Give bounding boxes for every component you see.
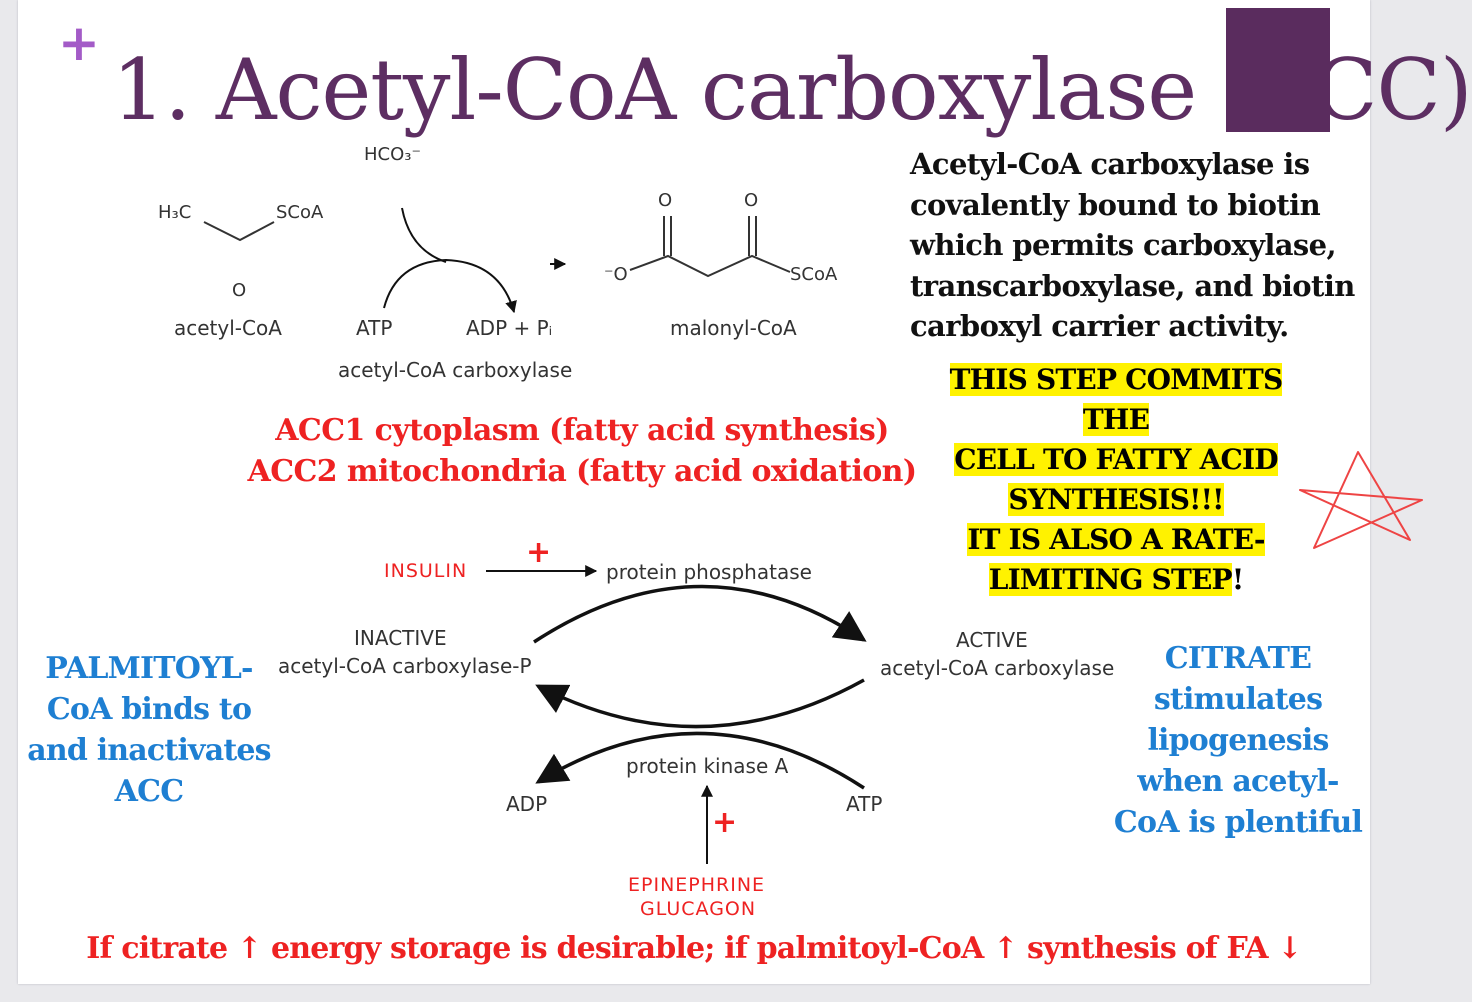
inactive-enzyme-label: acetyl-CoA carboxylase-P — [278, 654, 532, 678]
enzyme-label: acetyl-CoA carboxylase — [338, 358, 573, 382]
star-doodle — [1299, 451, 1423, 549]
slide: + 1. Acetyl-CoA carboxylase (ACC) — [18, 0, 1472, 984]
atp-label-cycle: ATP — [846, 792, 883, 816]
kinase-arrow — [535, 731, 865, 790]
palmitoyl-line-2: CoA binds to — [46, 692, 252, 727]
commit-line-2: CELL TO FATTY ACID — [954, 443, 1279, 476]
citrate-line-3: lipogenesis — [1147, 723, 1329, 758]
acc2-note: ACC2 mitochondria (fatty acid oxidation) — [247, 454, 918, 489]
accent-block — [1226, 8, 1330, 132]
bicarbonate-label: HCO₃⁻ — [364, 144, 421, 165]
o-top-2-label: O — [744, 190, 759, 211]
o-minus-label: ⁻O — [604, 264, 628, 285]
summary-note: If citrate ↑ energy storage is desirable… — [86, 931, 1302, 966]
h3c-label: H₃C — [158, 202, 192, 223]
acc-description: Acetyl-CoA carboxylase is covalently bou… — [910, 147, 1355, 343]
palmitoyl-line-4: ACC — [114, 774, 184, 809]
acetyl-coa-label: acetyl-CoA — [174, 316, 282, 340]
plus-mark: + — [58, 14, 100, 72]
citrate-line-4: when acetyl- — [1137, 764, 1339, 799]
palmitoyl-line-1: PALMITOYL- — [45, 651, 253, 686]
citrate-line-5: CoA is plentiful — [1113, 805, 1363, 840]
commit-line-4: IT IS ALSO A RATE- — [967, 523, 1265, 556]
inactive-label: INACTIVE — [354, 626, 447, 650]
citrate-line-1: CITRATE — [1164, 641, 1312, 676]
malonyl-coa-label: malonyl-CoA — [670, 316, 797, 340]
isoform-notes: ACC1 cytoplasm (fatty acid synthesis) AC… — [228, 410, 936, 492]
commitment-note: THIS STEP COMMITS THE CELL TO FATTY ACID… — [938, 360, 1294, 600]
commit-line-1: THIS STEP COMMITS THE — [949, 363, 1283, 436]
adp-label: ADP — [506, 792, 548, 816]
o-top-1-label: O — [658, 190, 673, 211]
insulin-plus: + — [526, 535, 552, 570]
carbonyl-o-label: O — [232, 280, 247, 301]
acc1-note: ACC1 cytoplasm (fatty acid synthesis) — [275, 413, 889, 448]
phosphatase-label: protein phosphatase — [606, 560, 812, 584]
palmitoyl-line-3: and inactivates — [27, 733, 271, 768]
palmitoyl-note: PALMITOYL- CoA binds to and inactivates … — [24, 648, 274, 812]
atp-label: ATP — [356, 316, 393, 340]
commit-line-3: SYNTHESIS!!! — [1008, 483, 1224, 516]
citrate-note: CITRATE stimulates lipogenesis when acet… — [1110, 638, 1366, 843]
hormone-plus: + — [712, 805, 738, 840]
scoa-left-label: SCoA — [276, 202, 324, 223]
malonyl-coa-structure — [629, 216, 791, 278]
epinephrine-label: EPINEPHRINE — [628, 874, 766, 896]
glucagon-label: GLUCAGON — [640, 898, 757, 920]
commit-line-5: LIMITING STEP — [988, 563, 1233, 596]
carboxylation-arrows — [383, 207, 517, 314]
scoa-right-label: SCoA — [790, 264, 838, 285]
active-label: ACTIVE — [956, 628, 1028, 652]
adp-pi-label: ADP + Pᵢ — [466, 316, 553, 340]
kinase-label: protein kinase A — [626, 754, 789, 778]
reaction-diagram — [203, 207, 1423, 864]
citrate-line-2: stimulates — [1153, 682, 1323, 717]
active-enzyme-label: acetyl-CoA carboxylase — [880, 656, 1115, 680]
commit-line-5-tail: ! — [1231, 563, 1244, 596]
activation-cycle — [533, 584, 867, 729]
acetyl-coa-structure — [203, 221, 275, 242]
insulin-label: INSULIN — [384, 560, 468, 582]
